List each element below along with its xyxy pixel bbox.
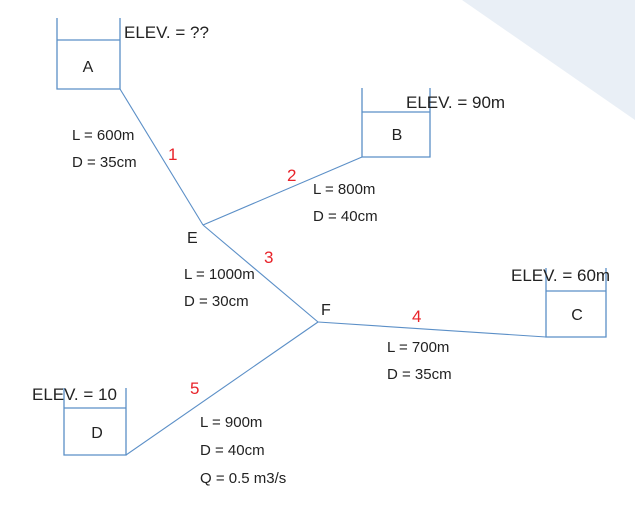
pipe-3-length: L = 1000m [184, 266, 255, 283]
pipe-5-number: 5 [190, 379, 199, 398]
reservoir-d: D ELEV. = 10 [32, 385, 127, 456]
pipe-3-line [202, 224, 319, 323]
corner-shade [462, 0, 635, 120]
reservoir-b-label: B [392, 127, 403, 144]
pipe-1-line [119, 88, 204, 226]
reservoir-c: C ELEV. = 60m [511, 266, 610, 338]
pipe-4-number: 4 [412, 307, 421, 326]
pipe-1-number: 1 [168, 145, 177, 164]
reservoir-a-elevation: ELEV. = ?? [124, 23, 209, 42]
reservoir-d-elevation: ELEV. = 10 [32, 385, 117, 404]
pipe-3-diameter: D = 30cm [184, 293, 249, 310]
pipe-2-length: L = 800m [313, 181, 375, 198]
reservoir-a-label: A [83, 59, 94, 76]
junction-f-label: F [321, 302, 331, 319]
pipe-5-line [125, 321, 319, 456]
pipe-1-diameter: D = 35cm [72, 154, 137, 171]
reservoir-c-label: C [571, 307, 583, 324]
pipe-4-length: L = 700m [387, 339, 449, 356]
reservoir-d-label: D [91, 425, 103, 442]
reservoir-b: B ELEV. = 90m [361, 88, 505, 158]
pipe-5-diameter: D = 40cm [200, 442, 265, 459]
junction-e-label: E [187, 230, 198, 247]
pipe-3-number: 3 [264, 248, 273, 267]
pipe-4-line [317, 321, 547, 338]
pipe-1-length: L = 600m [72, 127, 134, 144]
pipe-5-flow: Q = 0.5 m3/s [200, 470, 286, 487]
reservoir-c-elevation: ELEV. = 60m [511, 266, 610, 285]
reservoir-a: A ELEV. = ?? [56, 18, 209, 90]
pipe-2-line [202, 156, 363, 226]
reservoir-b-elevation: ELEV. = 90m [406, 93, 505, 112]
pipe-4-diameter: D = 35cm [387, 366, 452, 383]
pipe-2-number: 2 [287, 166, 296, 185]
pipe-5-length: L = 900m [200, 414, 262, 431]
pipe-2-diameter: D = 40cm [313, 208, 378, 225]
